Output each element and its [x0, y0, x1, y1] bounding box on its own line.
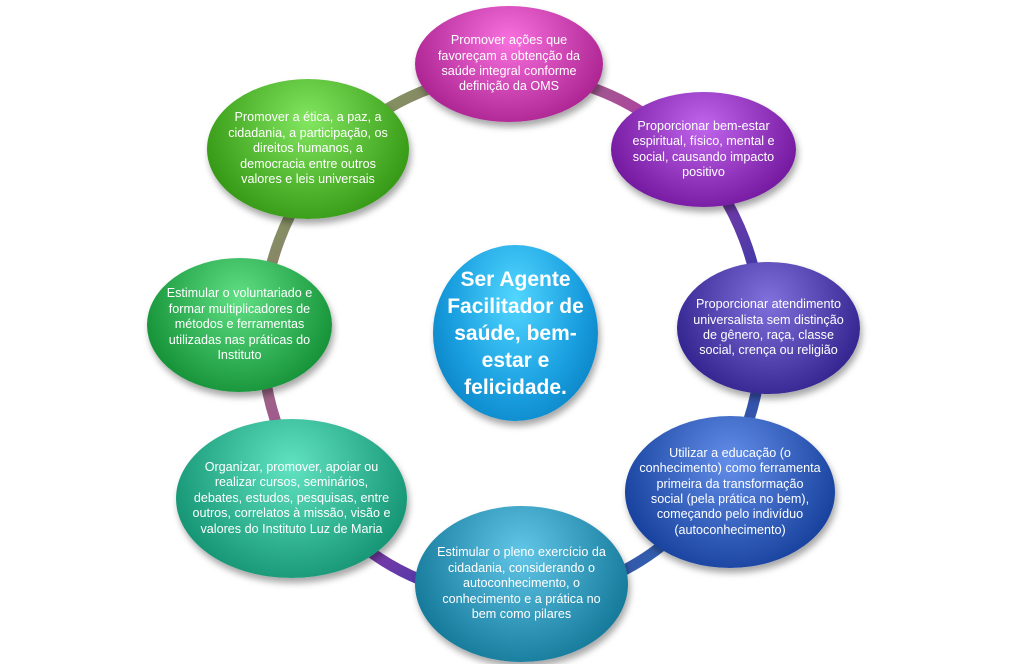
node-text: Estimular o voluntariado e formar multip…: [166, 286, 313, 363]
node-voluntariado: Estimular o voluntariado e formar multip…: [147, 258, 332, 392]
center-goal: Ser Agente Facilitador de saúde, bem-est…: [433, 245, 598, 421]
node-etica-paz: Promover a ética, a paz, a cidadania, a …: [207, 79, 409, 219]
node-cidadania: Estimular o pleno exercício da cidadania…: [415, 506, 628, 662]
node-bem-estar: Proporcionar bem-estar espiritual, físic…: [611, 92, 796, 207]
center-text: Ser Agente Facilitador de saúde, bem-est…: [447, 267, 584, 399]
node-text: Estimular o pleno exercício da cidadania…: [437, 545, 606, 622]
node-text: Promover a ética, a paz, a cidadania, a …: [228, 110, 388, 187]
node-saude-integral: Promover ações que favoreçam a obtenção …: [415, 6, 603, 122]
node-text: Proporcionar atendimento universalista s…: [693, 297, 844, 358]
node-text: Promover ações que favoreçam a obtenção …: [437, 33, 581, 94]
node-cursos-eventos: Organizar, promover, apoiar ou realizar …: [176, 419, 407, 578]
node-educacao: Utilizar a educação (o conhecimento) com…: [625, 416, 835, 568]
node-text: Organizar, promover, apoiar ou realizar …: [192, 459, 391, 536]
node-atendimento-universalista: Proporcionar atendimento universalista s…: [677, 262, 860, 394]
node-text: Proporcionar bem-estar espiritual, físic…: [632, 118, 775, 179]
node-text: Utilizar a educação (o conhecimento) com…: [639, 445, 821, 537]
